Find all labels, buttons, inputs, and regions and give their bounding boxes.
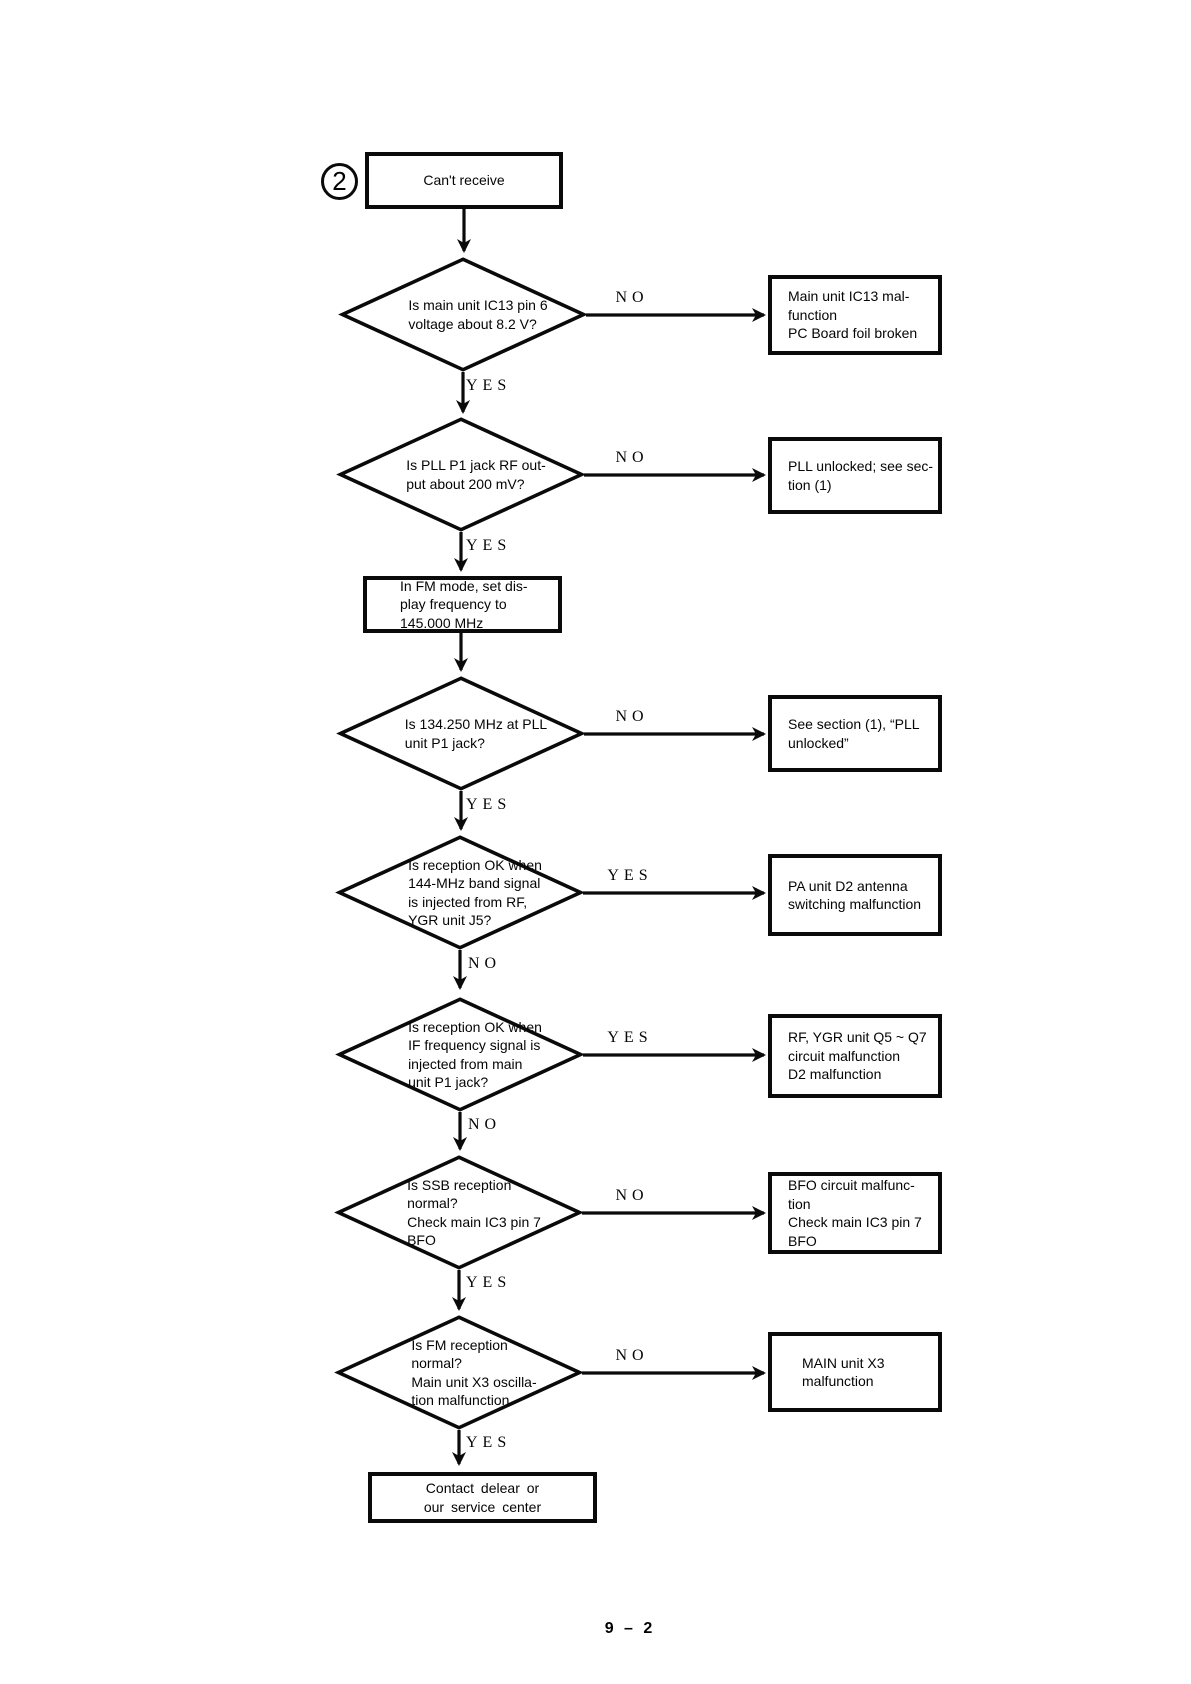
section-number: 2 — [332, 166, 347, 196]
result-rf-ygr-q5-q7: RF, YGR unit Q5 ~ Q7 circuit malfunction… — [768, 1014, 942, 1098]
decision-text: Is SSB reception normal? Check main IC3 … — [407, 1176, 541, 1249]
page-number: 9 – 2 — [604, 1620, 656, 1637]
decision-text: Is 134.250 MHz at PLL unit P1 jack? — [404, 716, 548, 751]
decision-fm-reception: Is FM reception normal? Main unit X3 osc… — [336, 1315, 582, 1430]
result-text: Main unit IC13 mal- function PC Board fo… — [788, 288, 918, 342]
start-node-text: Can't receive — [423, 172, 505, 189]
diamond-shape — [340, 257, 586, 372]
branch-label-no-2: NO — [615, 449, 649, 466]
branch-label-yes-7: YES — [466, 1434, 512, 1451]
decision-ic13-pin6-voltage: Is main unit IC13 pin 6 voltage about 8.… — [340, 257, 586, 372]
section-number-badge: 2 — [321, 163, 358, 200]
result-text: RF, YGR unit Q5 ~ Q7 circuit malfunction… — [788, 1029, 927, 1083]
result-bfo-malfunction: BFO circuit malfunc- tion Check main IC3… — [768, 1172, 942, 1254]
diamond-shape — [336, 1155, 582, 1270]
end-node-text: Contact delear or our service center — [423, 1480, 542, 1515]
decision-text: Is FM reception normal? Main unit X3 osc… — [411, 1336, 537, 1409]
diamond-shape — [338, 417, 584, 532]
result-text: MAIN unit X3 malfunction — [802, 1354, 885, 1390]
branch-label-yes-6: YES — [466, 1274, 512, 1291]
diamond-shape — [338, 676, 584, 791]
end-node-contact-service: Contact delear or our service center — [368, 1472, 597, 1523]
start-node-cant-receive: Can't receive — [365, 152, 563, 209]
result-text: PA unit D2 antenna switching malfunction — [788, 877, 922, 913]
decision-134mhz-at-p1: Is 134.250 MHz at PLL unit P1 jack? — [338, 676, 584, 791]
branch-label-yes-2: YES — [466, 537, 512, 554]
diamond-shape — [337, 835, 583, 950]
branch-label-yes-4: YES — [607, 867, 653, 884]
process-node-text: In FM mode, set dis- play frequency to 1… — [400, 577, 528, 631]
decision-text: Is reception OK when 144-MHz band signal… — [408, 856, 542, 929]
branch-label-yes-3: YES — [466, 796, 512, 813]
branch-label-no-3: NO — [615, 708, 649, 725]
branch-label-yes-5: YES — [607, 1029, 653, 1046]
result-text: BFO circuit malfunc- tion Check main IC3… — [788, 1177, 922, 1249]
result-text: See section (1), “PLL unlocked” — [788, 716, 920, 751]
branch-label-no-4: NO — [468, 955, 502, 972]
decision-ssb-reception: Is SSB reception normal? Check main IC3 … — [336, 1155, 582, 1270]
result-pll-unlocked: PLL unlocked; see sec- tion (1) — [768, 437, 942, 514]
result-pa-d2-antenna: PA unit D2 antenna switching malfunction — [768, 854, 942, 936]
decision-text: Is PLL P1 jack RF out- put about 200 mV? — [406, 457, 546, 492]
branch-label-no-7: NO — [615, 1347, 649, 1364]
result-x3-malfunction: MAIN unit X3 malfunction — [768, 1332, 942, 1412]
decision-text: Is main unit IC13 pin 6 voltage about 8.… — [408, 297, 548, 332]
process-node-set-fm-frequency: In FM mode, set dis- play frequency to 1… — [363, 576, 562, 633]
result-ic13-malfunction: Main unit IC13 mal- function PC Board fo… — [768, 275, 942, 355]
diamond-shape — [336, 1315, 582, 1430]
branch-label-no-5: NO — [468, 1116, 502, 1133]
result-see-section-1: See section (1), “PLL unlocked” — [768, 695, 942, 772]
decision-pll-p1-rf-output: Is PLL P1 jack RF out- put about 200 mV? — [338, 417, 584, 532]
result-text: PLL unlocked; see sec- tion (1) — [788, 458, 934, 493]
branch-label-no-6: NO — [615, 1187, 649, 1204]
branch-label-no-1: NO — [615, 289, 649, 306]
decision-if-injection: Is reception OK when IF frequency signal… — [337, 997, 583, 1112]
decision-text: Is reception OK when IF frequency signal… — [408, 1018, 542, 1091]
decision-144mhz-injection: Is reception OK when 144-MHz band signal… — [337, 835, 583, 950]
branch-label-yes-1: YES — [466, 377, 512, 394]
diamond-shape — [337, 997, 583, 1112]
